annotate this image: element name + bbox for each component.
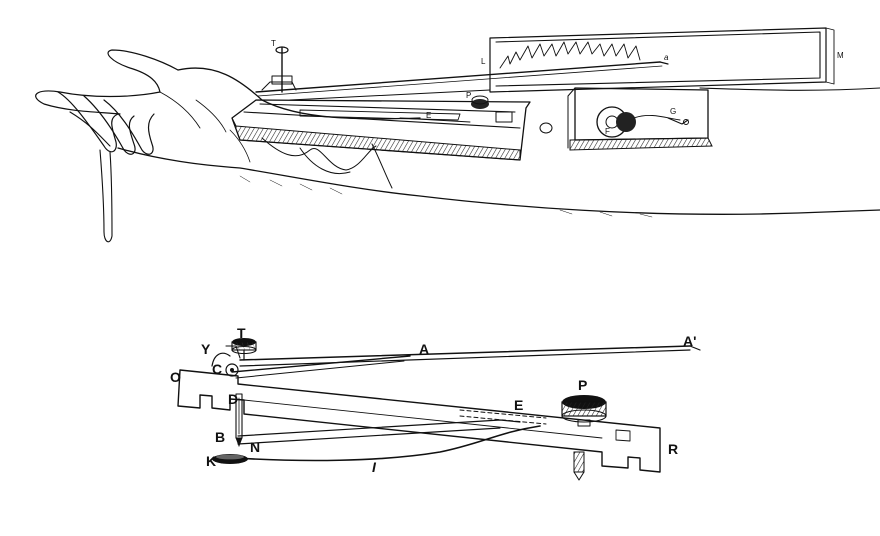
- lower-label-a: A: [419, 341, 429, 357]
- lower-label-t: T: [237, 325, 246, 341]
- lower-label-i: I: [372, 459, 377, 475]
- lower-label-k: K: [206, 453, 216, 469]
- upper-label-g: G: [670, 107, 676, 116]
- lower-label-o: O: [170, 369, 181, 385]
- knob-p: [561, 395, 607, 481]
- frame-bar: [177, 369, 661, 473]
- vertical-rod: [235, 393, 243, 448]
- upper-figure: T L M a P E F G: [35, 27, 880, 243]
- arm-drawing: [35, 49, 880, 243]
- lower-label-d: D: [228, 391, 238, 407]
- thumbscrew-t: [231, 338, 257, 361]
- upper-label-a: a: [664, 53, 669, 62]
- writing-lever: [231, 345, 701, 379]
- lower-label-b: B: [215, 429, 225, 445]
- upper-label-l: L: [481, 57, 486, 66]
- lower-label-p: P: [578, 377, 587, 393]
- sphygmograph-instrument: [231, 27, 835, 189]
- lower-label-e: E: [514, 397, 523, 413]
- upper-label-t: T: [271, 39, 276, 48]
- upper-label-e: E: [426, 111, 431, 120]
- lower-label-c: C: [212, 361, 222, 377]
- spring-with-pad: [212, 425, 541, 464]
- lower-figure: T Y A A' O C D B N K I E P R: [170, 325, 701, 481]
- upper-label-p: P: [466, 91, 471, 100]
- spring-lever: [237, 409, 547, 445]
- lower-label-y: Y: [201, 341, 211, 357]
- lower-label-a-prime: A': [683, 333, 696, 349]
- upper-label-f: F: [605, 127, 610, 136]
- lower-label-r: R: [668, 441, 678, 457]
- lower-label-n: N: [250, 439, 260, 455]
- upper-label-m: M: [837, 51, 844, 60]
